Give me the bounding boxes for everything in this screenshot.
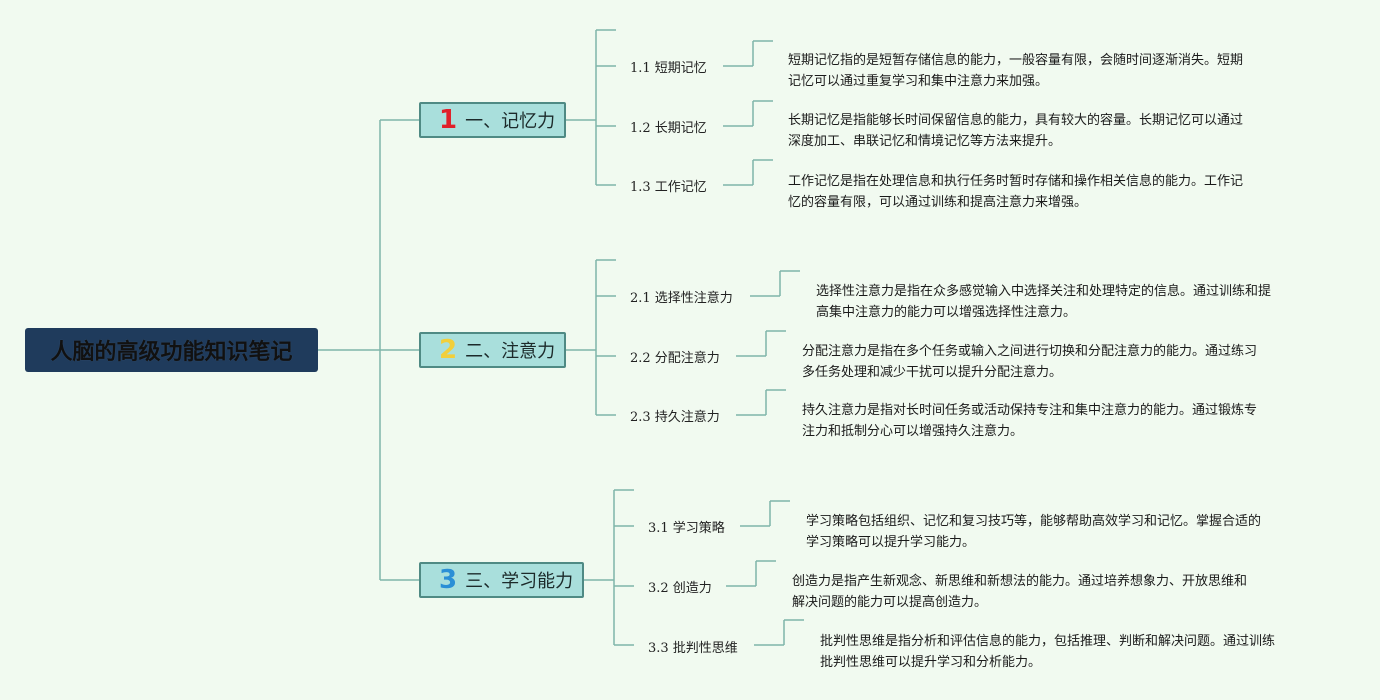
branch-learning-ability[interactable]: 3 三、学习能力: [419, 562, 584, 598]
sub-topic-selective-attention[interactable]: 2.1 选择性注意力: [630, 291, 733, 306]
branch-memory[interactable]: 1 一、记忆力: [419, 102, 566, 138]
description-working-memory: 工作记忆是指在处理信息和执行任务时暂时存储和操作相关信息的能力。工作记 忆的容量…: [788, 174, 1244, 210]
sub-topic-critical-thinking[interactable]: 3.3 批判性思维: [648, 641, 738, 656]
sub-topic-sustained-attention[interactable]: 2.3 持久注意力: [630, 410, 720, 425]
branch-number-badge: 3: [439, 565, 458, 595]
branch-number-badge: 2: [439, 335, 458, 365]
description-long-term-memory: 长期记忆是指能够长时间保留信息的能力，具有较大的容量。长期记忆可以通过 深度加工…: [788, 113, 1244, 149]
sub-topic-working-memory[interactable]: 1.3 工作记忆: [630, 180, 707, 195]
branch-label: 三、学习能力: [465, 571, 574, 592]
description-divided-attention: 分配注意力是指在多个任务或输入之间进行切换和分配注意力的能力。通过练习 多任务处…: [802, 344, 1258, 380]
description-short-term-memory: 短期记忆指的是短暂存储信息的能力，一般容量有限，会随时间逐渐消失。短期 记忆可以…: [788, 53, 1244, 89]
branch-attention[interactable]: 2 二、注意力: [419, 332, 566, 368]
sub-topic-creativity[interactable]: 3.2 创造力: [648, 581, 712, 596]
branch-label: 二、注意力: [465, 341, 556, 362]
sub-topic-short-term-memory[interactable]: 1.1 短期记忆: [630, 61, 707, 76]
description-learning-strategies: 学习策略包括组织、记忆和复习技巧等，能够帮助高效学习和记忆。掌握合适的 学习策略…: [806, 514, 1262, 550]
description-selective-attention: 选择性注意力是指在众多感觉输入中选择关注和处理特定的信息。通过训练和提 高集中注…: [816, 284, 1272, 320]
root-node[interactable]: 人脑的高级功能知识笔记: [25, 328, 318, 372]
sub-topic-long-term-memory[interactable]: 1.2 长期记忆: [630, 121, 707, 136]
description-critical-thinking: 批判性思维是指分析和评估信息的能力，包括推理、判断和解决问题。通过训练 批判性思…: [820, 634, 1276, 670]
description-creativity: 创造力是指产生新观念、新思维和新想法的能力。通过培养想象力、开放思维和 解决问题…: [792, 574, 1248, 610]
sub-topic-divided-attention[interactable]: 2.2 分配注意力: [630, 351, 720, 366]
root-title: 人脑的高级功能知识笔记: [50, 340, 293, 365]
branch-number-badge: 1: [439, 105, 458, 135]
branch-label: 一、记忆力: [465, 111, 556, 132]
sub-topic-learning-strategies[interactable]: 3.1 学习策略: [648, 521, 725, 536]
description-sustained-attention: 持久注意力是指对长时间任务或活动保持专注和集中注意力的能力。通过锻炼专 注力和抵…: [802, 403, 1258, 439]
